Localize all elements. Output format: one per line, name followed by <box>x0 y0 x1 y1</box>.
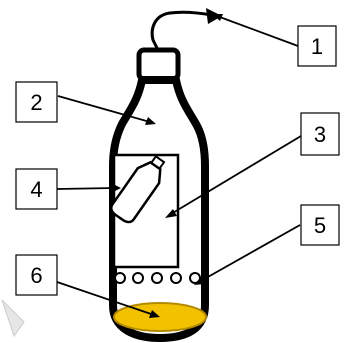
leader-line-5 <box>198 224 301 283</box>
leader-line-6 <box>56 281 155 316</box>
tube-arrowhead <box>206 8 222 24</box>
hole-circle <box>132 272 144 284</box>
label-5: 5 <box>314 213 326 238</box>
label-box-6: 6 <box>15 254 58 296</box>
small-bottle-icon <box>110 154 166 224</box>
label-box-1: 1 <box>297 25 337 67</box>
hole-circle <box>189 272 201 284</box>
label-1: 1 <box>311 34 323 59</box>
label-4: 4 <box>30 177 42 202</box>
label-6: 6 <box>30 263 42 288</box>
leader-arrow-4 <box>113 184 121 192</box>
leader-arrow-5 <box>194 277 205 285</box>
label-2: 2 <box>30 90 42 115</box>
leader-line-3 <box>170 135 302 215</box>
label-box-4: 4 <box>15 168 58 210</box>
label-3: 3 <box>314 122 326 147</box>
leader-line-2 <box>57 95 151 123</box>
hole-circle <box>114 272 126 284</box>
hole-circle <box>170 272 182 284</box>
watermark-fragment <box>1 299 25 338</box>
leader-line-4 <box>56 187 116 190</box>
leader-arrow-1 <box>212 14 223 21</box>
label-box-3: 3 <box>300 112 340 156</box>
hole-circle <box>151 272 163 284</box>
leader-arrow-6 <box>149 310 160 318</box>
leader-line-1 <box>216 15 299 47</box>
label-box-5: 5 <box>300 204 340 246</box>
leader-arrow-3 <box>165 209 177 218</box>
tube-line <box>150 10 213 53</box>
bottle-cap <box>136 47 181 82</box>
label-box-2: 2 <box>15 81 58 123</box>
leader-arrow-2 <box>145 117 156 125</box>
